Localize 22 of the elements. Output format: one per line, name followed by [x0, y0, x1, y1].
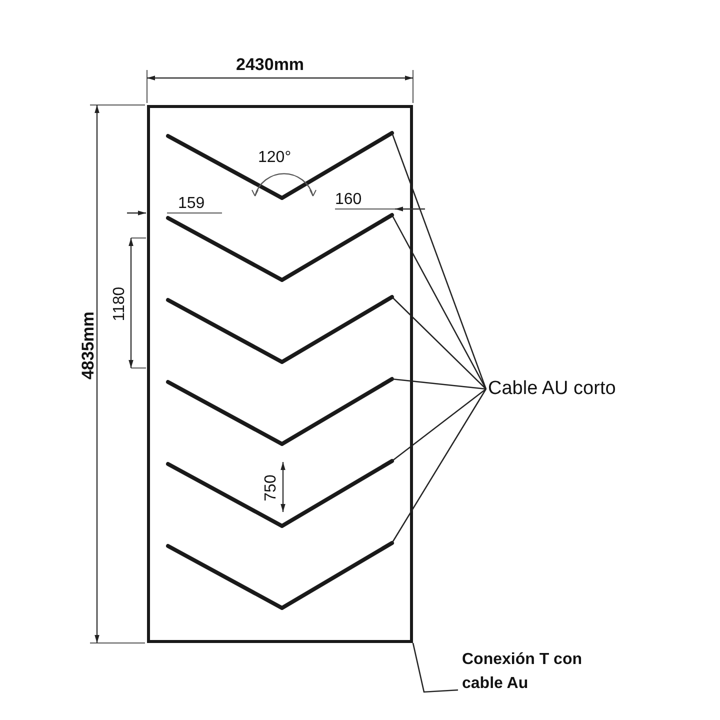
angle-label: 120° — [258, 150, 292, 166]
dimension-label: 2430mm — [236, 56, 304, 73]
leader-line — [392, 296, 486, 390]
chevron-strip — [165, 294, 395, 364]
leader-line — [391, 214, 487, 390]
leader-line — [412, 642, 458, 693]
panel-frame — [147, 105, 413, 643]
leader-line — [391, 388, 487, 544]
leader-line — [391, 132, 487, 390]
leader-line — [392, 378, 486, 390]
callout-label: Conexión T con cable Au — [462, 648, 592, 696]
dimension-label: 1180 — [112, 286, 128, 322]
chevron-strip — [165, 458, 395, 528]
chevron-strip — [165, 212, 395, 282]
chevron-strip — [165, 540, 395, 610]
dimension-label: 750 — [262, 474, 279, 502]
leader-line — [392, 388, 486, 462]
chevron-strip — [165, 376, 395, 446]
dimension-label: 160 — [335, 192, 362, 208]
callout-label: Cable AU corto — [488, 378, 668, 400]
dimension-label: 4835mm — [80, 310, 97, 380]
dimension-label: 159 — [178, 196, 205, 212]
